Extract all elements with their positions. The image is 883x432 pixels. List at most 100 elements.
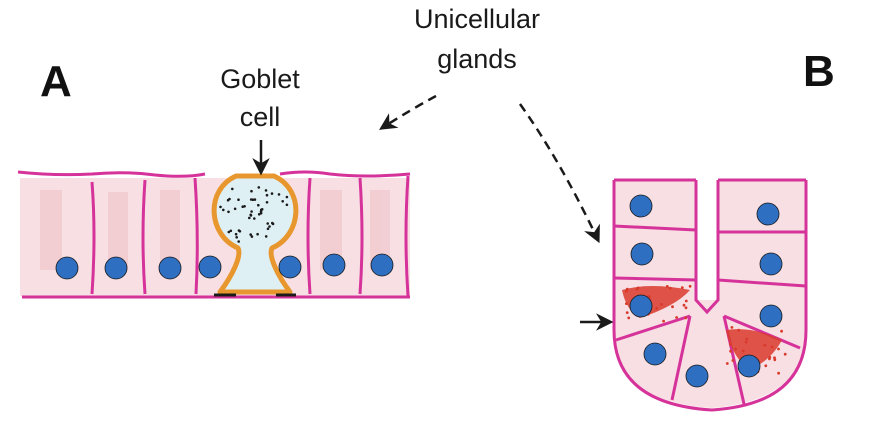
nucleus: [685, 364, 709, 388]
glands-label-line1: Unicellular: [414, 4, 540, 34]
secretion-dot: [737, 328, 741, 332]
nucleus: [104, 256, 128, 280]
mucin-dot: [228, 197, 231, 201]
nucleus: [198, 255, 222, 279]
secretion-dot: [730, 326, 734, 329]
mucin-dot: [237, 240, 240, 243]
nucleus: [630, 242, 654, 266]
goblet-cell: [211, 173, 299, 297]
secretion-dot: [741, 349, 745, 353]
mucin-dot: [271, 221, 274, 225]
secretion-dot: [744, 340, 748, 344]
nucleus: [629, 294, 653, 318]
mucin-dot: [250, 235, 254, 238]
mucin-dot: [257, 203, 260, 207]
panel-a-epithelium: [17, 170, 411, 299]
secretion-dot: [745, 337, 749, 341]
nucleus: [370, 253, 394, 277]
mucin-dot: [249, 213, 252, 217]
mucin-dot: [281, 200, 285, 203]
nucleus: [278, 255, 302, 279]
secretion-dot: [680, 286, 684, 289]
mucin-dot: [234, 232, 238, 236]
mucin-dot: [265, 201, 269, 204]
mucin-dot: [248, 216, 251, 220]
secretion-dot: [668, 286, 672, 290]
secretion-dot: [625, 302, 628, 305]
secretion-dot: [783, 352, 787, 356]
mucin-dot: [277, 193, 281, 196]
mucin-dot: [268, 225, 271, 228]
secretion-dot: [655, 306, 658, 310]
panel-a-nuclei: [55, 253, 394, 280]
mucin-dot: [259, 211, 263, 215]
secretion-dot: [731, 359, 735, 362]
glands-arrow-to-b: [518, 103, 600, 244]
mucin-dot: [237, 229, 241, 232]
secretion-dot: [625, 287, 629, 291]
secretion-dot: [763, 343, 767, 347]
panel-b-gland: [580, 178, 808, 412]
goblet-cell-body: [211, 173, 299, 295]
mucin-dot: [253, 217, 256, 220]
secretion-dot: [764, 364, 768, 368]
secretion-dot: [728, 342, 732, 346]
nucleus: [756, 202, 780, 226]
nucleus: [737, 354, 761, 378]
secretion-dot: [625, 311, 629, 314]
glands-arrow-to-a: [379, 94, 437, 130]
gland-outer-wall: [612, 180, 808, 412]
mucin-dot: [266, 227, 270, 231]
secretion-dot: [684, 316, 688, 320]
mucin-dot: [270, 192, 274, 195]
mucin-dot: [235, 236, 238, 239]
glands-label-line2: glands: [437, 44, 517, 74]
mucin-dot: [231, 187, 234, 191]
secretion-dot: [684, 299, 688, 303]
secretion-dot: [675, 316, 678, 319]
mucin-dot: [237, 198, 240, 201]
secretion-dot: [660, 303, 663, 306]
mucin-dot: [250, 189, 253, 193]
panel-b-nuclei: [629, 194, 783, 388]
secretion-dot: [777, 371, 780, 375]
lateral-walls: [90, 175, 410, 297]
secretion-dot: [729, 349, 732, 353]
secretion-dot: [671, 305, 674, 309]
secretion-dot: [635, 287, 639, 291]
nucleus: [55, 256, 79, 280]
mucin-dot: [260, 208, 264, 211]
cell-shading: [40, 190, 390, 270]
panel-b-letter: B: [803, 47, 835, 96]
secretion-dot: [780, 329, 783, 333]
mucin-dot: [219, 205, 222, 209]
secretion-dot: [777, 347, 780, 351]
mucin-dot: [249, 233, 252, 236]
secretion-dot: [773, 356, 776, 360]
mucin-dot: [265, 193, 269, 197]
secretion-dot: [665, 285, 669, 288]
mucin-dot: [222, 208, 225, 212]
nucleus: [759, 252, 783, 276]
mucin-dot: [253, 198, 257, 201]
goblet-label-line1: Goblet: [220, 64, 300, 94]
secretion-dot: [734, 347, 737, 351]
secretion-dot: [770, 345, 774, 349]
secretion-dot: [768, 357, 771, 361]
secretion-dot: [662, 319, 665, 323]
mucin-granules: [219, 186, 289, 243]
mucin-dot: [264, 189, 268, 192]
mucin-dot: [227, 210, 230, 214]
nucleus: [629, 194, 653, 218]
mucin-dot: [251, 198, 255, 201]
secretion-dot: [725, 362, 729, 365]
nucleus: [643, 342, 667, 366]
nucleus: [759, 304, 783, 328]
mucin-dot: [285, 203, 289, 207]
mucin-dot: [233, 207, 237, 211]
panel-a-letter: A: [40, 57, 72, 106]
mucin-dot: [285, 195, 289, 199]
goblet-label-line2: cell: [240, 102, 281, 132]
